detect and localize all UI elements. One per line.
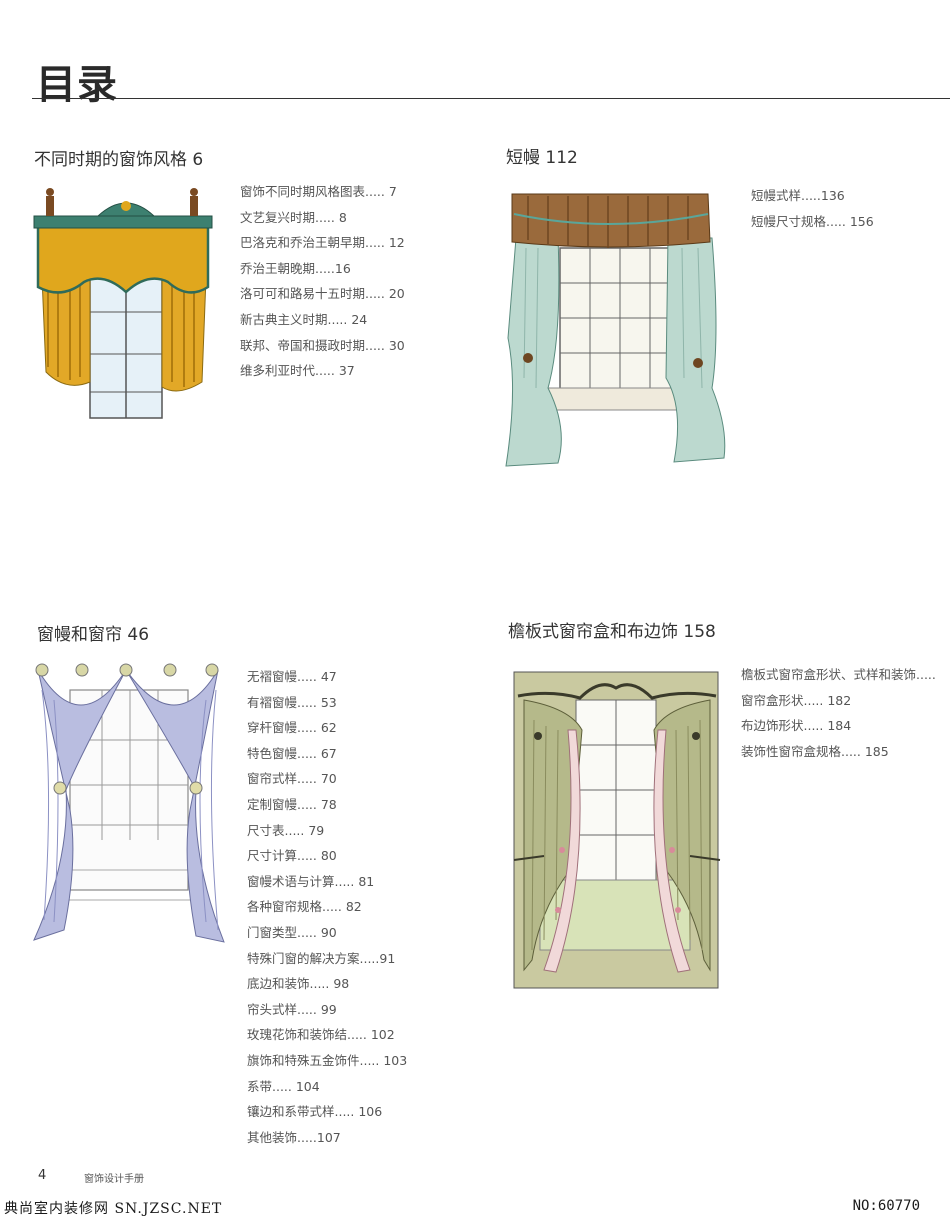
baroque-valance-illustration — [28, 182, 218, 422]
toc-item[interactable]: 装饰性窗帘盒规格..... 185 — [741, 743, 889, 759]
toc-item[interactable]: 底边和装饰..... 98 — [247, 976, 350, 992]
toc-item[interactable]: 乔治王朝晚期.....16 — [240, 260, 351, 276]
toc-item[interactable]: 布边饰形状..... 184 — [741, 718, 852, 734]
section-heading-draperies[interactable]: 窗幔和窗帘 46 — [37, 625, 150, 645]
toc-item[interactable]: 无褶窗幔..... 47 — [247, 669, 337, 684]
toc-item[interactable]: 穿杆窗幔..... 62 — [247, 720, 337, 736]
watermark-number: NO:60770 — [852, 1198, 920, 1214]
toc-item[interactable]: 窗帘式样..... 70 — [247, 771, 337, 787]
book-title: 窗饰设计手册 — [84, 1174, 144, 1185]
toc-item[interactable]: 巴洛克和乔治王朝早期..... 12 — [240, 235, 405, 251]
toc-item[interactable]: 镶边和系带式样..... 106 — [247, 1104, 383, 1120]
toc-item[interactable]: 帘头式样..... 99 — [247, 1001, 337, 1017]
toc-item[interactable]: 檐板式窗帘盒形状、式样和装饰..... — [741, 667, 936, 682]
toc-item[interactable]: 定制窗幔..... 78 — [247, 796, 337, 812]
title-divider — [32, 98, 950, 99]
swag-drapery-illustration — [30, 660, 226, 946]
valance-bay-window-illustration — [498, 188, 733, 470]
toc-item[interactable]: 新古典主义时期..... 24 — [240, 311, 368, 327]
section-list-cornices: 檐板式窗帘盒形状、式样和装饰..... 窗帘盒形状..... 182 布边饰形状… — [741, 662, 936, 764]
cornice-curtain-illustration — [510, 670, 724, 992]
section-list-draperies: 无褶窗幔..... 47 有褶窗幔..... 53 穿杆窗幔..... 62 特… — [247, 664, 407, 1150]
toc-item[interactable]: 窗饰不同时期风格图表..... 7 — [240, 184, 397, 199]
toc-item[interactable]: 系带..... 104 — [247, 1078, 320, 1094]
toc-item[interactable]: 玫瑰花饰和装饰结..... 102 — [247, 1027, 395, 1043]
section-heading-periods[interactable]: 不同时期的窗饰风格 6 — [34, 150, 204, 170]
toc-item[interactable]: 短幔尺寸规格..... 156 — [751, 213, 874, 229]
page-number: 4 — [38, 1168, 47, 1183]
page-title: 目录 — [36, 62, 118, 108]
toc-item[interactable]: 窗帘盒形状..... 182 — [741, 692, 852, 708]
toc-item[interactable]: 文艺复兴时期..... 8 — [240, 209, 347, 225]
toc-item[interactable]: 维多利亚时代..... 37 — [240, 363, 355, 379]
watermark-site: 典尚室内装修网 SN.JZSC.NET — [4, 1201, 223, 1217]
toc-item[interactable]: 洛可可和路易十五时期..... 20 — [240, 286, 405, 302]
toc-item[interactable]: 尺寸计算..... 80 — [247, 848, 337, 864]
toc-item[interactable]: 门窗类型..... 90 — [247, 924, 337, 940]
toc-item[interactable]: 短幔式样.....136 — [751, 188, 845, 203]
toc-item[interactable]: 特色窗幔..... 67 — [247, 745, 337, 761]
toc-item[interactable]: 各种窗帘规格..... 82 — [247, 899, 362, 915]
section-heading-valances[interactable]: 短幔 112 — [506, 148, 578, 168]
section-list-valances: 短幔式样.....136 短幔尺寸规格..... 156 — [751, 183, 874, 234]
toc-item[interactable]: 其他装饰.....107 — [247, 1129, 341, 1145]
toc-item[interactable]: 窗幔术语与计算..... 81 — [247, 873, 375, 889]
toc-item[interactable]: 有褶窗幔..... 53 — [247, 694, 337, 710]
section-heading-cornices[interactable]: 檐板式窗帘盒和布边饰 158 — [508, 622, 716, 642]
toc-item[interactable]: 旗饰和特殊五金饰件..... 103 — [247, 1052, 408, 1068]
toc-item[interactable]: 尺寸表..... 79 — [247, 822, 325, 838]
section-list-periods: 窗饰不同时期风格图表..... 7 文艺复兴时期..... 8 巴洛克和乔治王朝… — [240, 179, 405, 384]
toc-item[interactable]: 联邦、帝国和摄政时期..... 30 — [240, 337, 405, 353]
toc-item[interactable]: 特殊门窗的解决方案.....91 — [247, 950, 396, 966]
